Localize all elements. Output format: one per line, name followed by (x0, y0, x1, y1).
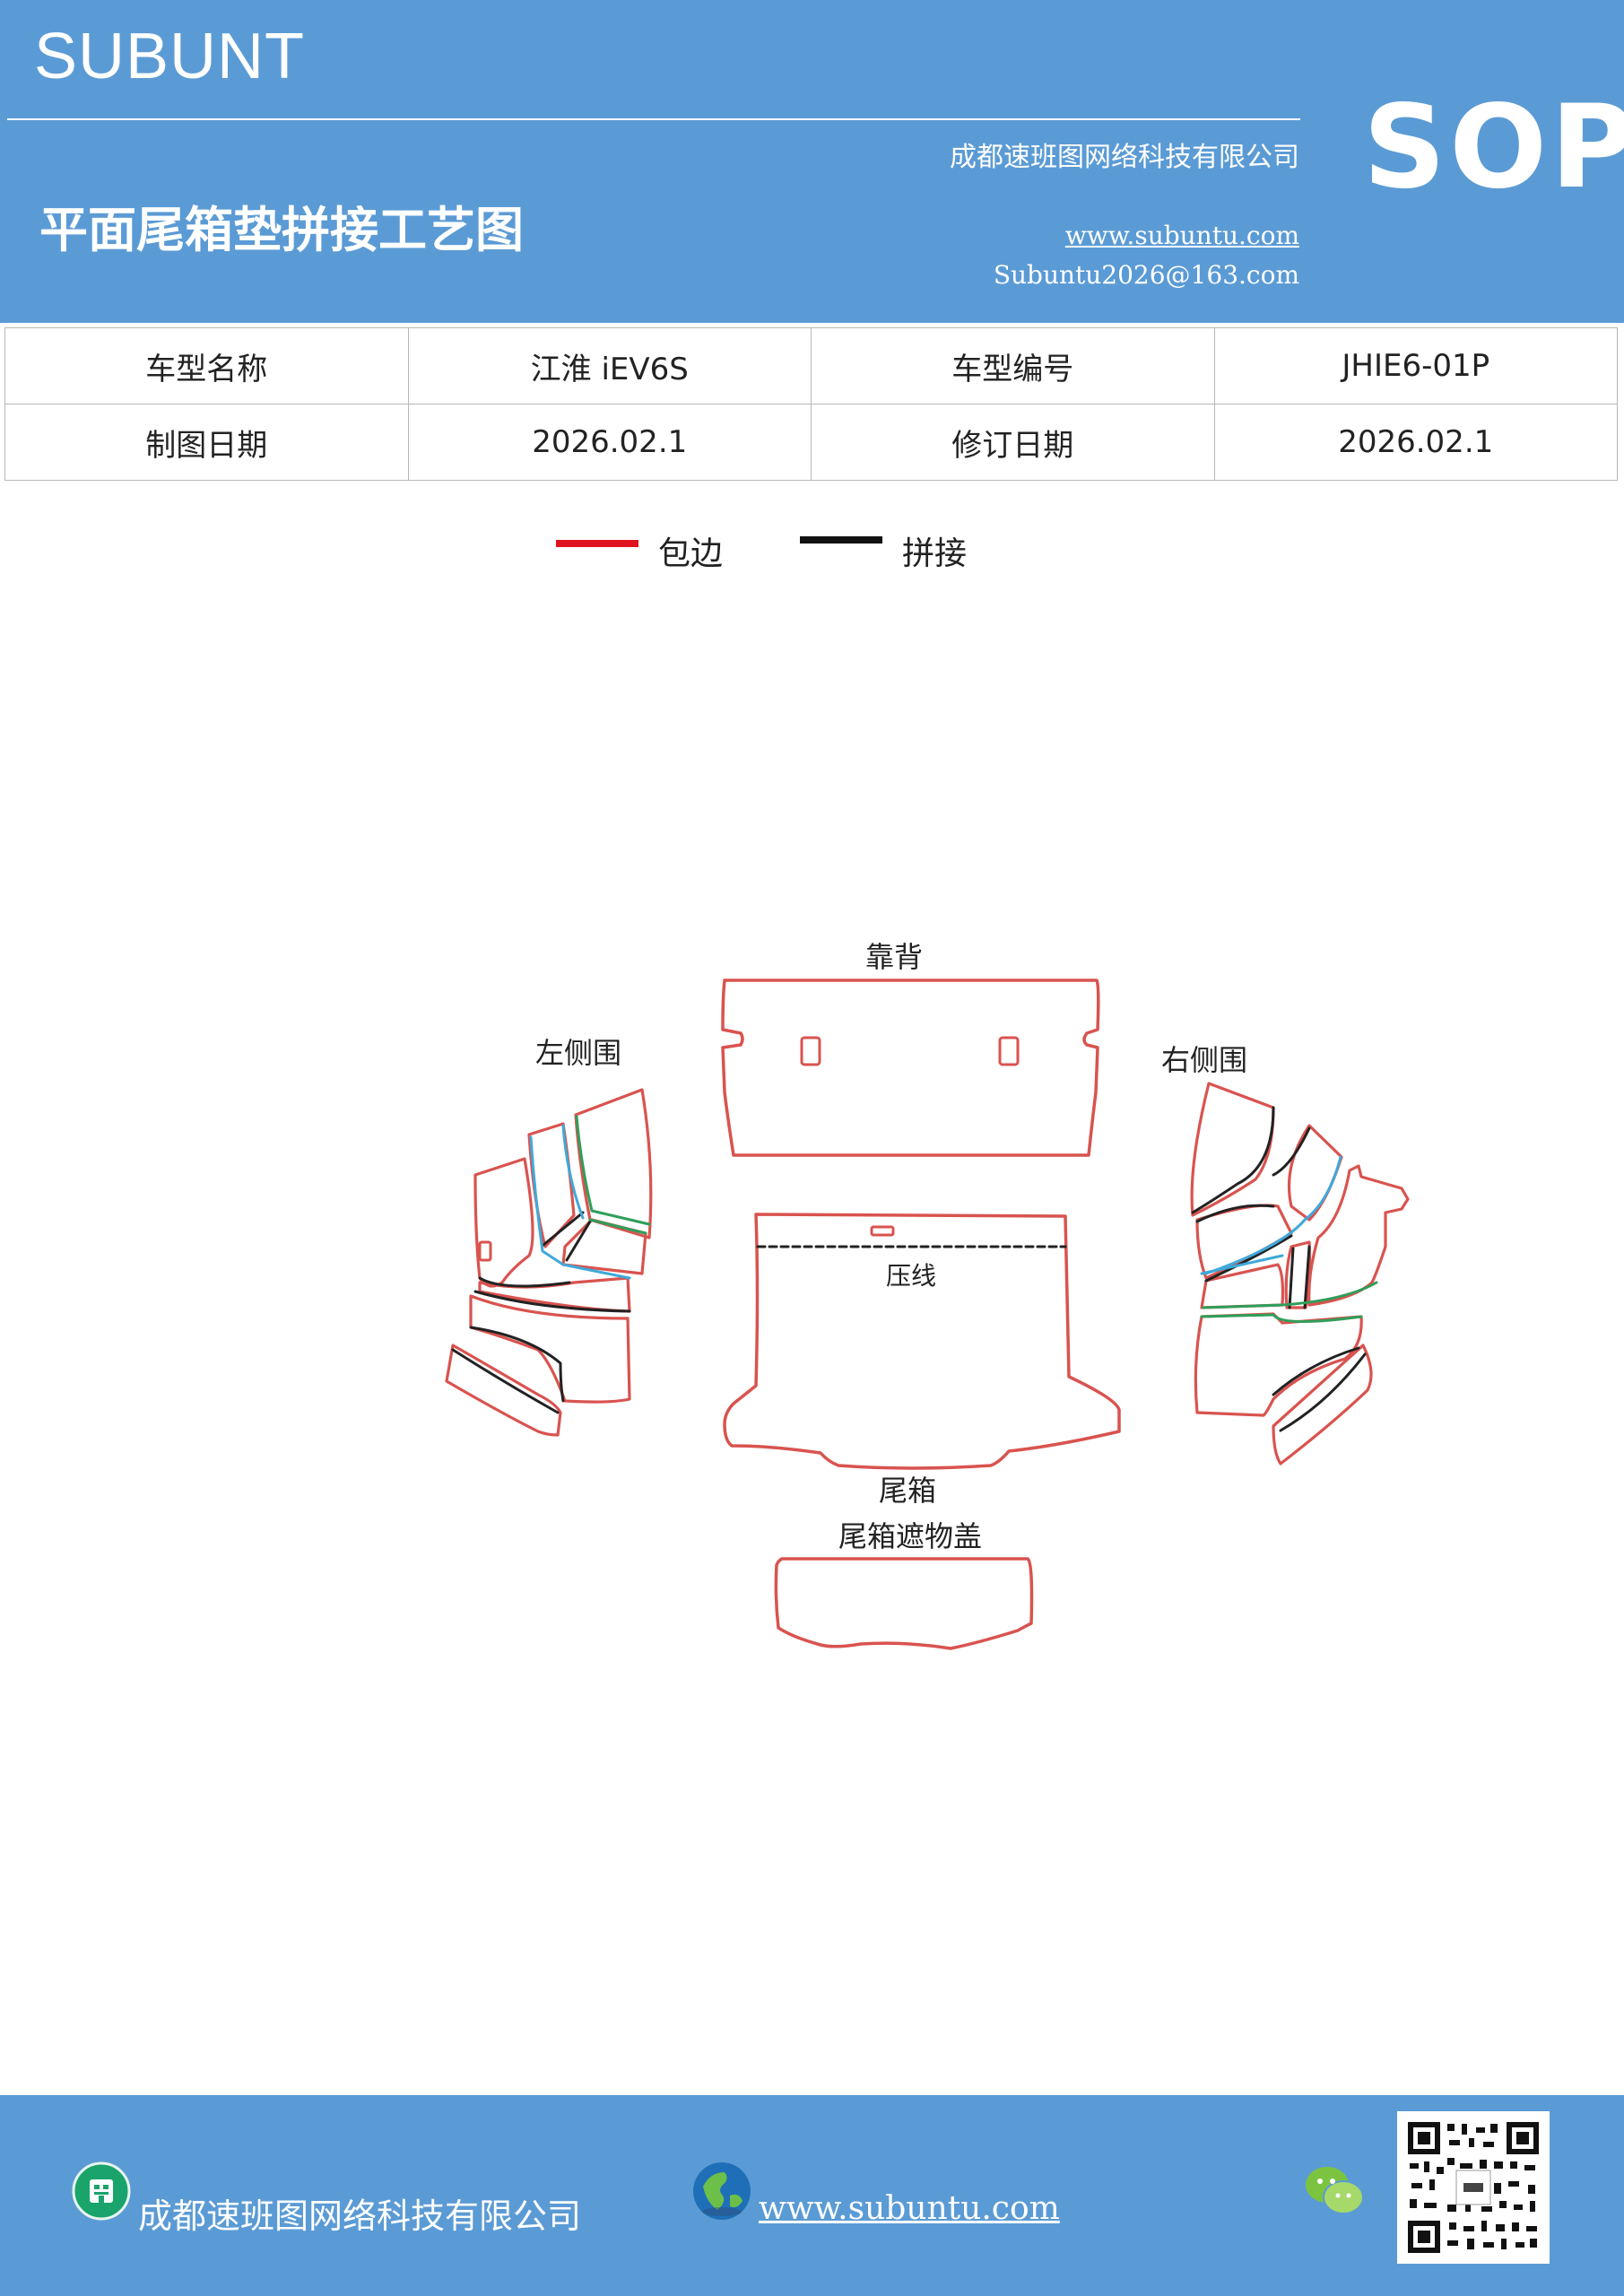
backrest-piece (721, 978, 1100, 1157)
legend: 包边 拼接 (0, 529, 1624, 574)
table-row: 制图日期 2026.02.1 修订日期 2026.02.1 (4, 404, 1618, 481)
model-code-label: 车型编号 (811, 327, 1215, 404)
header-banner: SUBUNT 成都速班图网络科技有限公司 平面尾箱垫拼接工艺图 www.subu… (0, 0, 1624, 323)
right-side-panel (1190, 1082, 1410, 1465)
crease-label: 压线 (886, 1261, 936, 1291)
vehicle-info-table: 车型名称 江淮 iEV6S 车型编号 JHIE6-01P 制图日期 2026.0… (4, 327, 1618, 481)
model-code-value: JHIE6-01P (1213, 327, 1618, 404)
qr-code (1397, 2111, 1550, 2264)
trunk-piece (723, 1213, 1121, 1470)
trunk-cover-piece (774, 1557, 1034, 1650)
model-name-label: 车型名称 (4, 327, 409, 404)
brand-name: SUBUNT (34, 21, 306, 92)
legend-edge-swatch (556, 540, 638, 547)
draw-date-value: 2026.02.1 (407, 404, 812, 481)
legend-seam-label: 拼接 (902, 535, 968, 572)
company-name: 成都速班图网络科技有限公司 (950, 142, 1299, 173)
footer-banner: 成都速班图网络科技有限公司 www.subuntu.com (0, 2095, 1624, 2296)
trunk-label: 尾箱 (879, 1474, 936, 1508)
website-link[interactable]: www.subuntu.com (1064, 221, 1299, 250)
email-address: Subuntu2026@163.com (993, 260, 1299, 290)
globe-icon (693, 2162, 751, 2220)
footer-company: 成都速班图网络科技有限公司 (138, 2196, 582, 2236)
left-side-panel (445, 1088, 653, 1437)
revision-date-value: 2026.02.1 (1213, 404, 1618, 481)
right-side-label: 右侧围 (1161, 1043, 1247, 1077)
draw-date-label: 制图日期 (4, 404, 409, 481)
header-divider (7, 118, 1300, 120)
revision-date-label: 修订日期 (811, 404, 1215, 481)
document-title: 平面尾箱垫拼接工艺图 (39, 201, 524, 258)
table-row: 车型名称 江淮 iEV6S 车型编号 JHIE6-01P (4, 327, 1618, 404)
backrest-label: 靠背 (865, 940, 923, 974)
sop-badge: SOP (1363, 81, 1624, 214)
footer-website-link[interactable]: www.subuntu.com (759, 2190, 1060, 2227)
trunk-cover-label: 尾箱遮物盖 (838, 1519, 982, 1553)
model-name-value: 江淮 iEV6S (407, 327, 812, 404)
left-side-label: 左侧围 (535, 1036, 621, 1070)
legend-edge-label: 包边 (658, 535, 724, 572)
building-icon (72, 2161, 131, 2221)
legend-seam-swatch (800, 536, 882, 544)
wechat-icon (1306, 2167, 1364, 2214)
